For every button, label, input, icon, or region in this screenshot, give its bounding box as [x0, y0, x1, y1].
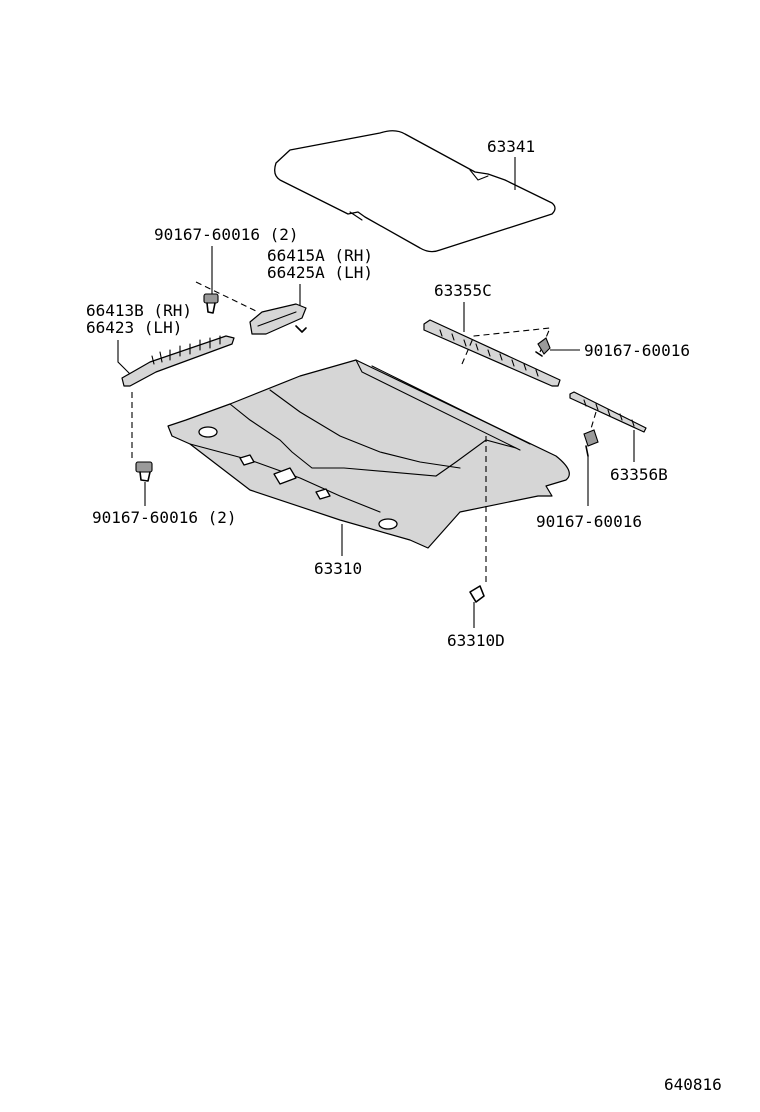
label-clip-right-upper: 90167-60016 [584, 341, 690, 360]
label-handle-lh: 66425A (LH) [267, 263, 373, 282]
dash-weatherstrip-c [461, 327, 551, 365]
sunshade-panel[interactable] [274, 130, 556, 253]
weatherstrip-63356b[interactable] [569, 391, 647, 433]
label-clip-d: 63310D [447, 631, 505, 650]
label-handle-rh: 66415A (RH) [267, 246, 373, 265]
clip-63310d[interactable] [469, 585, 485, 603]
label-sunshade: 63341 [487, 137, 535, 156]
dash-clip-upper-left [195, 281, 259, 313]
roof-headlining[interactable] [167, 359, 570, 549]
weatherstrip-63355c[interactable] [423, 319, 561, 387]
label-rail-rh: 66413B (RH) [86, 301, 192, 320]
clip-right-upper[interactable] [535, 337, 551, 357]
roof-side-rail[interactable] [121, 335, 235, 387]
dash-clip-right-lower [589, 411, 597, 433]
label-clip-right-lower: 90167-60016 [536, 512, 642, 531]
label-weatherstrip-c: 63355C [434, 281, 492, 300]
clip-lower-left[interactable] [135, 461, 153, 482]
label-clip-upper-left: 90167-60016 (2) [154, 225, 299, 244]
assist-handle[interactable] [249, 303, 307, 335]
leader-rail [117, 340, 131, 375]
clip-right-lower[interactable] [583, 429, 599, 457]
label-weatherstrip-b: 63356B [610, 465, 668, 484]
diagram-code: 640816 [664, 1075, 722, 1094]
label-rail-lh: 66423 (LH) [86, 318, 182, 337]
label-headlining: 63310 [314, 559, 362, 578]
label-clip-lower-left: 90167-60016 (2) [92, 508, 237, 527]
clip-upper-left[interactable] [203, 293, 219, 314]
